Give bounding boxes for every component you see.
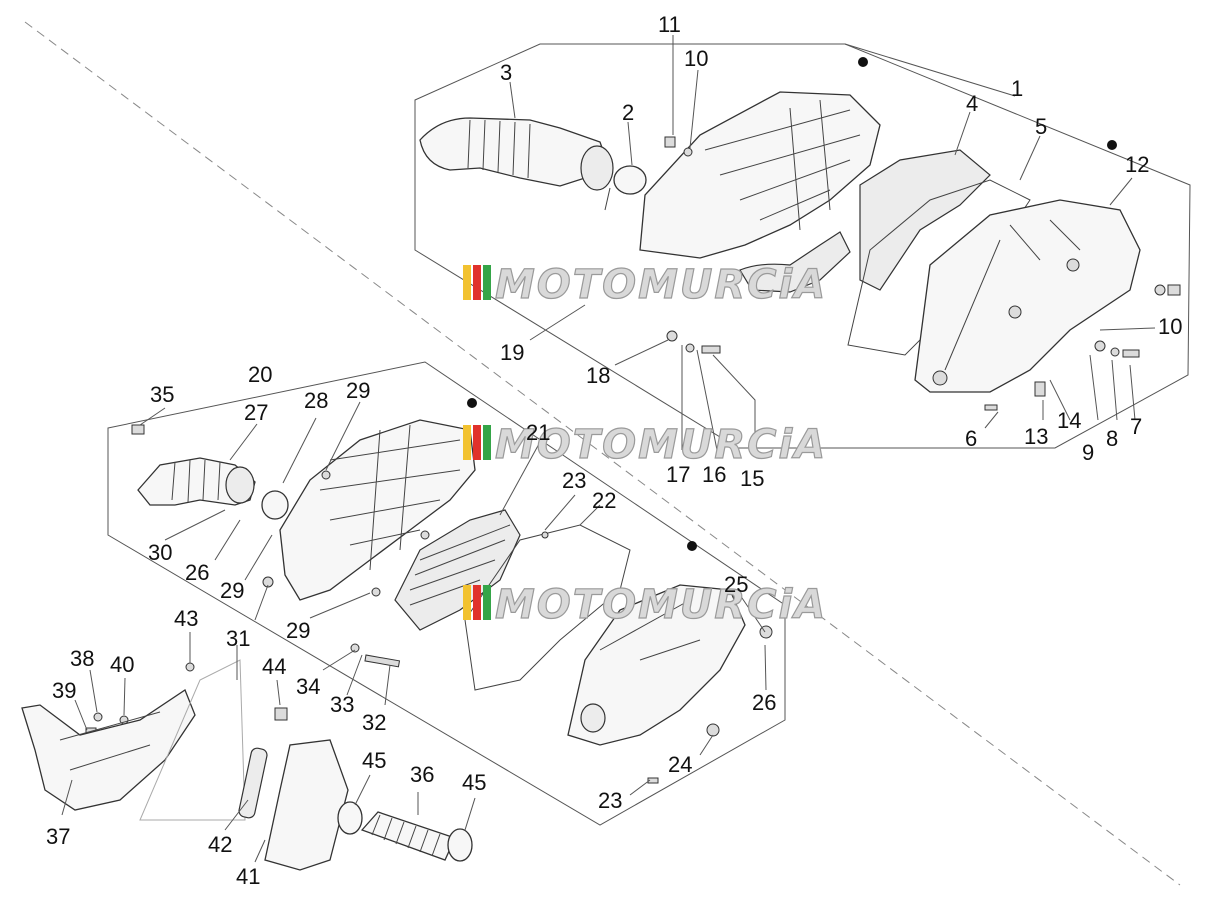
reference-dashed-line [24, 21, 1181, 886]
part-label-27: 27 [244, 400, 268, 425]
part-label-4: 4 [966, 91, 978, 116]
intake-duct-lower [137, 457, 256, 506]
upper-assembly-frame [414, 43, 1191, 449]
part-label-23-upper: 23 [562, 468, 586, 493]
part-label-32: 32 [362, 710, 386, 735]
part-label-20: 20 [248, 362, 272, 387]
part-label-7: 7 [1130, 414, 1142, 439]
hose-clamp-upper [604, 165, 647, 211]
part-label-25: 25 [724, 572, 748, 597]
part-label-11: 11 [658, 12, 681, 37]
airbox-housing-upper [639, 91, 881, 293]
part-label-28: 28 [304, 388, 328, 413]
part-label-37: 37 [46, 824, 70, 849]
part-label-43: 43 [174, 606, 198, 631]
gasket-lower [464, 524, 631, 691]
part-label-26-right: 26 [752, 690, 776, 715]
frame-section-ghost [139, 659, 246, 821]
part-label-45-right: 45 [462, 770, 486, 795]
hose-clamp-lower [261, 490, 289, 520]
part-label-41: 41 [236, 864, 260, 889]
part-label-3: 3 [500, 60, 512, 85]
marker-dot [687, 541, 697, 551]
part-label-35: 35 [150, 382, 174, 407]
part-label-17: 17 [666, 462, 690, 487]
watermark-lower: MOTOMURCiA [463, 581, 827, 629]
watermark-text: MOTOMURCiA [495, 422, 827, 468]
intake-duct-upper [419, 117, 614, 191]
part-label-33: 33 [330, 692, 354, 717]
filter-element-lower [394, 509, 521, 631]
part-label-44: 44 [262, 654, 286, 679]
part-label-31: 31 [226, 626, 250, 651]
watermark-upper: MOTOMURCiA [463, 261, 827, 309]
part-labels: 1 2 3 4 5 6 7 8 9 10 10 11 12 13 14 15 1… [46, 12, 1182, 889]
part-label-24: 24 [668, 752, 692, 777]
part-label-6: 6 [965, 426, 977, 451]
watermark-text: MOTOMURCiA [495, 582, 827, 628]
part-label-29-top: 29 [346, 378, 370, 403]
marker-dot [467, 398, 477, 408]
part-label-29-bottom: 29 [286, 618, 310, 643]
part-label-14: 14 [1057, 408, 1081, 433]
part-label-5: 5 [1035, 114, 1047, 139]
gasket-42 [238, 747, 268, 819]
part-label-18: 18 [586, 363, 610, 388]
part-label-12: 12 [1125, 152, 1149, 177]
part-label-42: 42 [208, 832, 232, 857]
duct-piece-41 [264, 739, 349, 871]
filter-element-upper [859, 149, 991, 291]
fasteners-upper [664, 136, 1181, 411]
intake-silencer [21, 689, 196, 811]
part-label-21: 21 [526, 420, 550, 445]
part-label-8: 8 [1106, 426, 1118, 451]
part-label-9: 9 [1082, 440, 1094, 465]
part-label-19: 19 [500, 340, 524, 365]
part-label-45-left: 45 [362, 748, 386, 773]
part-label-40: 40 [110, 652, 134, 677]
marker-dot [858, 57, 868, 67]
airbox-cover-lower [567, 584, 746, 746]
leader-lines [61, 35, 1156, 863]
marker-dot [1107, 140, 1117, 150]
part-label-10-right: 10 [1158, 314, 1182, 339]
part-label-22: 22 [592, 488, 616, 513]
lower-assembly-frame [107, 361, 786, 826]
part-label-30: 30 [148, 540, 172, 565]
bellows-hose [360, 811, 456, 861]
watermark-middle: MOTOMURCiA [463, 421, 827, 469]
part-label-10-upper: 10 [684, 46, 708, 71]
part-label-23-lower: 23 [598, 788, 622, 813]
watermark-text: MOTOMURCiA [495, 262, 827, 308]
part-label-36: 36 [410, 762, 434, 787]
part-label-1: 1 [1011, 76, 1023, 101]
part-label-16: 16 [702, 462, 726, 487]
part-label-26-left: 26 [185, 560, 209, 585]
part-label-29-left: 29 [220, 578, 244, 603]
part-label-2: 2 [622, 100, 634, 125]
part-label-39: 39 [52, 678, 76, 703]
part-label-38: 38 [70, 646, 94, 671]
part-label-13: 13 [1024, 424, 1048, 449]
part-label-15: 15 [740, 466, 764, 491]
airbox-cover-upper [914, 199, 1141, 393]
part-label-34: 34 [296, 674, 320, 699]
hose-clamps-45 [337, 801, 473, 862]
